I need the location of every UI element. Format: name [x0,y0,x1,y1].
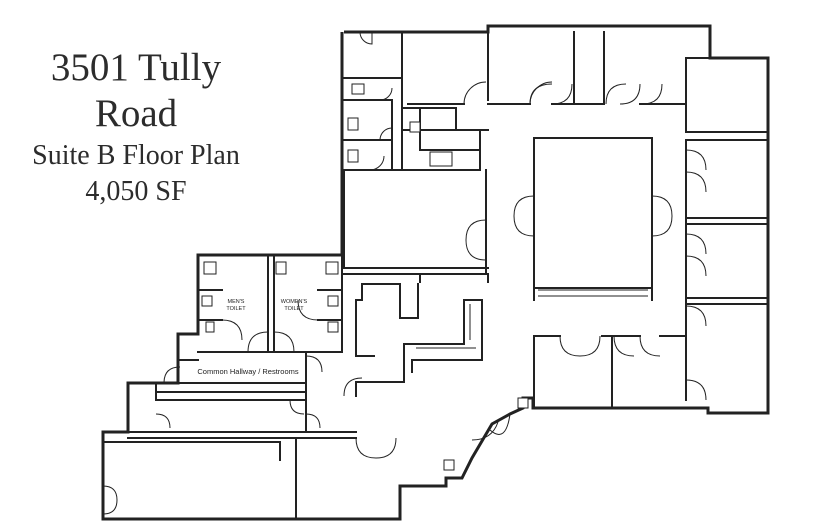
toilet-fixture [201,295,213,307]
lower-left-rooms [102,382,357,520]
title-line-4: 4,050 SF [85,176,187,207]
title-line-1: 3501 Tully [50,46,222,89]
restroom-block: MEN'S TOILET WOMEN'S TOILET [197,254,343,353]
womens-toilet-label-1: WOMEN'S [281,299,308,305]
title-line-2: Road [94,92,178,135]
toilet-fixture [325,261,339,275]
toilet-fixture [327,295,339,307]
toilet-fixture [351,83,365,95]
outer-walls [101,24,770,521]
sink-fixture [347,149,359,163]
right-offices [685,131,769,401]
entry-doors [355,397,529,471]
title-line-3: Suite B Floor Plan [32,140,240,171]
common-hallway-label: Common Hallway / Restrooms [197,367,299,376]
sink-fixture [275,261,287,275]
column [443,459,455,471]
common-hallway: Common Hallway / Restrooms [163,351,323,401]
sink-fixture [327,321,339,333]
womens-toilet-label-2: TOILET [284,306,304,312]
sink-fixture [409,121,421,133]
counter-fixture [429,151,453,167]
mens-toilet-label-2: TOILET [226,306,246,312]
upper-left-wing [343,31,489,171]
bottom-right-offices [533,335,707,409]
central-room [513,137,673,301]
reception-area [343,283,483,397]
column [517,397,529,409]
toilet-fixture [347,117,359,131]
middle-office [343,169,489,283]
sink-fixture [205,321,215,333]
top-offices [407,31,711,133]
toilet-fixture [203,261,217,275]
mens-toilet-label-1: MEN'S [228,299,245,305]
